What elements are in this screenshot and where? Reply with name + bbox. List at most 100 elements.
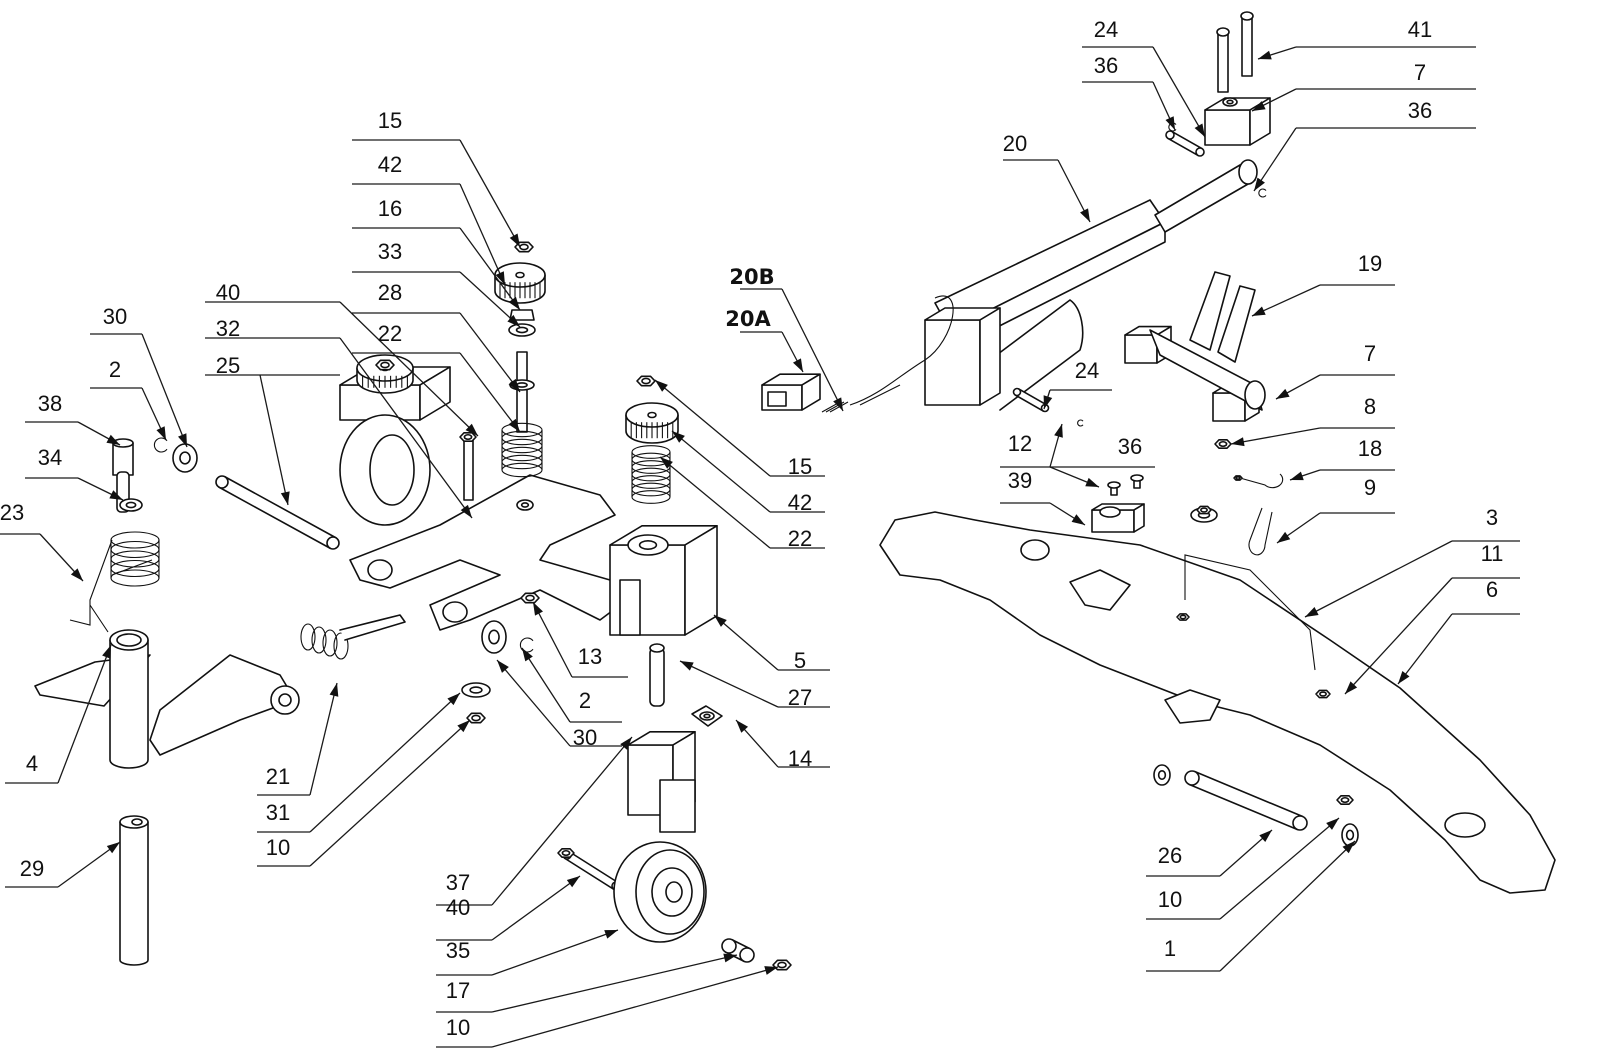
shackle-18 [1233,473,1284,489]
leader-line [491,736,633,906]
e-clip-36-right [1258,188,1267,198]
callout-label: 14 [788,746,812,771]
leader-line [459,139,521,248]
callout-label: 34 [38,445,62,470]
caster-housing-left [339,354,451,526]
arrowhead-icon [680,661,694,671]
arrowhead-icon [1345,681,1358,694]
callout-35-wheel [436,929,619,976]
leader-line [459,352,521,433]
callout-label: 36 [1094,53,1118,78]
callout-10-lock-nut [1146,817,1340,920]
callout-10-lock-nut [257,719,471,867]
arrowhead-icon [329,683,339,697]
arrowhead-icon [1252,101,1266,111]
leader-line [491,966,779,1048]
leader-line [459,312,521,393]
arrowhead-icon [736,720,749,733]
arrowhead-icon [1342,841,1355,854]
callout-label: 5 [794,648,806,673]
callout-39-screw [1000,502,1086,526]
callout-label: 37 [446,870,470,895]
callout-label: 30 [573,725,597,750]
callout-label: 2 [579,688,591,713]
callout-1-retaining-ring [1146,840,1356,972]
wheel-35 [613,841,707,943]
linear-actuator-20 [849,159,1258,411]
leader-line [1304,540,1453,618]
callout-24-pin [1043,389,1112,410]
e-clip-2-left [153,437,168,453]
callout-label: 19 [1358,251,1382,276]
callout-label: 26 [1158,843,1182,868]
arrowhead-icon [508,296,520,310]
callout-label: 13 [578,644,602,669]
arrowhead-icon [465,423,478,436]
callout-40-bolt [436,875,581,941]
frame-6 [879,511,1556,894]
leader-line [1397,613,1453,685]
caster-housing-5 [609,524,718,636]
callout-label: 1 [1164,936,1176,961]
callout-label: 29 [20,856,44,881]
leader-line [532,601,573,678]
arrowhead-icon [655,380,668,392]
arrowhead-icon [507,314,520,327]
callout-10-lock-nut [436,966,779,1048]
callout-36-e-clip [1049,423,1155,468]
arrowhead-icon [1305,607,1319,617]
leader-line [309,682,338,796]
center-frame [349,474,621,631]
cable-clamp-8 [1091,503,1145,533]
callout-label: 39 [1008,468,1032,493]
callout-label: 31 [266,800,290,825]
bolt-40 [459,432,477,501]
arrowhead-icon [106,434,120,445]
lock-nut-frame [1176,613,1190,621]
connector-housing-20a [761,373,821,411]
arrowhead-icon [1326,818,1339,830]
arrowhead-icon [106,842,120,854]
callout-label: 20B [729,265,774,289]
fork-bracket-37 [627,730,696,833]
pin-24-top [1165,130,1205,157]
arrowhead-icon [1252,306,1266,316]
callout-label: 9 [1364,475,1376,500]
arrowhead-icon [714,615,727,627]
pivot-pin-29 [119,815,149,966]
arrowhead-icon [672,431,685,443]
callout-12-lock-nut [1000,466,1100,488]
callout-label: 12 [1008,431,1032,456]
arrowhead-icon [178,433,187,447]
torsion-spring-21 [300,614,406,660]
callout-label: 15 [378,108,402,133]
callout-label: 10 [446,1015,470,1040]
callout-labels: 1542163328224032253023834234292131101542… [0,17,1503,1040]
callout-15-hex-nut [654,379,825,477]
callout-label: 36 [1118,434,1142,459]
callout-label: 40 [446,895,470,920]
clevis-bracket-19 [1124,271,1266,422]
axle-rod-25 [215,475,340,550]
leader-line [496,659,571,747]
callout-label: 6 [1486,577,1498,602]
flat-washer-30-center [481,620,507,654]
leader-line [1230,427,1321,445]
arrowhead-icon [1277,531,1291,543]
terminals-20b [821,384,901,413]
callout-label: 21 [266,764,290,789]
leader-line [671,430,771,513]
torsion-spring-23 [69,531,160,633]
callout-22-spring [352,352,521,433]
callout-28-washer-on-shaft [352,312,521,393]
callout-3-rod-guard [1304,540,1520,618]
callout-label: 40 [216,280,240,305]
callout-label: 10 [266,835,290,860]
arrowhead-icon [1085,477,1099,487]
callout-2-e-clip [521,647,622,723]
spacer-17 [721,938,755,963]
callout-label: 17 [446,978,470,1003]
callout-13-lock-nut [532,601,628,678]
leader-line [141,333,188,448]
leader-line [309,692,461,833]
